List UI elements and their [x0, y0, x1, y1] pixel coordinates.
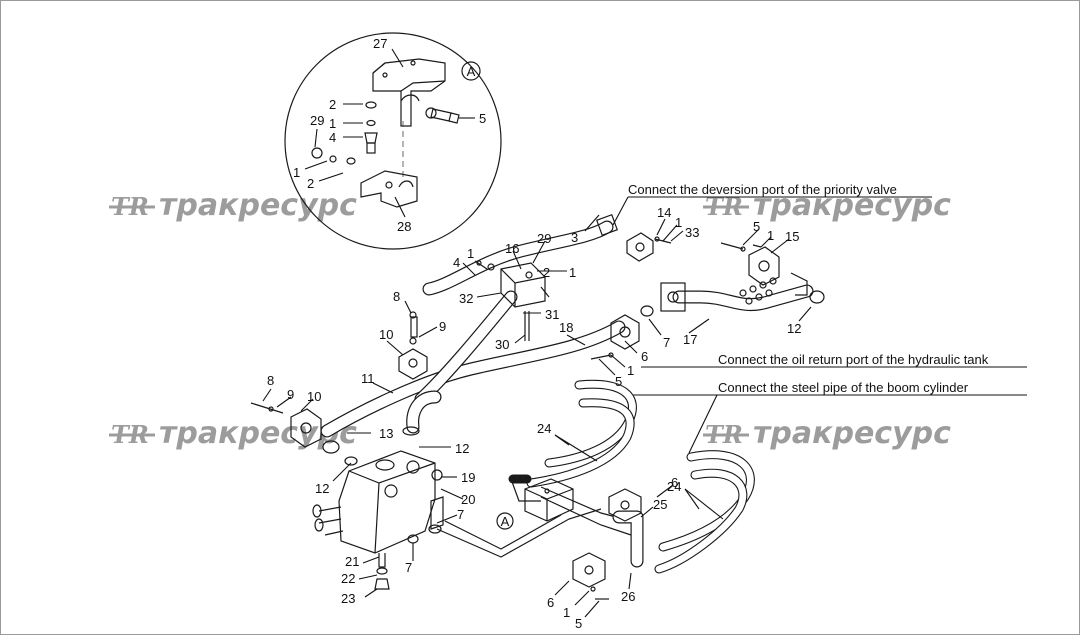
steel-lines	[436, 478, 632, 558]
detail-callout: 4	[329, 130, 336, 145]
callout: 14	[657, 205, 671, 220]
callout: 23	[341, 591, 355, 606]
callout: 30	[495, 337, 509, 352]
elbow-12	[402, 390, 442, 436]
callout: 1	[569, 265, 576, 280]
hose-group-24-left	[508, 379, 637, 488]
callout: 2	[543, 265, 550, 280]
flange-10	[398, 311, 428, 380]
note-priority-valve: Connect the deversion port of the priori…	[612, 182, 932, 226]
callout: 13	[379, 426, 393, 441]
callout: 1	[467, 246, 474, 261]
detail-callout: 29	[310, 113, 324, 128]
watermark-text: тракресурс	[159, 188, 357, 223]
callout: 6	[547, 595, 554, 610]
callout: 4	[453, 255, 460, 270]
svg-text:Connect the deversion port of: Connect the deversion port of the priori…	[628, 182, 897, 197]
detail-callout: 5	[479, 111, 486, 126]
leaders	[262, 214, 812, 618]
flange-6	[590, 305, 654, 360]
callout: 5	[615, 374, 622, 389]
callout: 1	[675, 215, 682, 230]
callout: 33	[685, 225, 699, 240]
control-valve	[312, 450, 444, 590]
callout: 21	[345, 554, 359, 569]
callout: 5	[575, 616, 582, 631]
callout: 24	[537, 421, 551, 436]
callout: 15	[785, 229, 799, 244]
callout: 7	[663, 335, 670, 350]
flange-14	[626, 232, 672, 262]
watermark-text: тракресурс	[753, 188, 951, 223]
callout: 25	[653, 497, 667, 512]
callout: 8	[393, 289, 400, 304]
detail-callout: 28	[397, 219, 411, 234]
detail-callout: 1	[293, 165, 300, 180]
hose-group-24-right	[654, 450, 755, 574]
callout: 10	[379, 327, 393, 342]
note-boom-pipe: Connect the steel pipe of the boom cylin…	[627, 380, 1027, 454]
svg-text:Connect the steel pipe of the: Connect the steel pipe of the boom cylin…	[718, 380, 969, 395]
callout: 7	[457, 507, 464, 522]
block-26	[572, 488, 644, 600]
callout: 17	[683, 332, 697, 347]
callout: 12	[315, 481, 329, 496]
watermark-text: тракресурс	[753, 416, 951, 451]
callout: 18	[559, 320, 573, 335]
callout: 32	[459, 291, 473, 306]
callout: 5	[753, 219, 760, 234]
note-return-port: Connect the oil return port of the hydra…	[641, 352, 1027, 368]
callout: 19	[461, 470, 475, 485]
detail-callout: 2	[307, 176, 314, 191]
callout: 3	[571, 230, 578, 245]
callout: 6	[641, 349, 648, 364]
detail-marker-a: A	[467, 64, 476, 79]
svg-text:Connect the oil return port of: Connect the oil return port of the hydra…	[718, 352, 989, 367]
callout: 8	[267, 373, 274, 388]
callout: 24	[667, 479, 681, 494]
callout: 20	[461, 492, 475, 507]
detail-callout: 1	[329, 116, 336, 131]
callout: 31	[545, 307, 559, 322]
callout: 29	[537, 231, 551, 246]
watermark-4: TR тракресурс	[703, 416, 951, 451]
pipe-3	[422, 213, 619, 296]
detail-callout: 2	[329, 97, 336, 112]
detail-ref-a: A	[501, 514, 510, 529]
callout: 10	[307, 389, 321, 404]
callout: 7	[405, 560, 412, 575]
pipe-17	[660, 282, 814, 312]
callout: 6	[671, 475, 678, 490]
callout: 26	[621, 589, 635, 604]
detail-callout: 27	[373, 36, 387, 51]
flange-15	[720, 242, 825, 304]
callout: 1	[563, 605, 570, 620]
flange-10-left	[250, 402, 340, 454]
detail-view-a: A 27 2 1 4	[284, 32, 502, 250]
callout: 12	[787, 321, 801, 336]
callout: 9	[287, 387, 294, 402]
bolts-cluster	[739, 277, 777, 305]
callouts: 3 14 1 33 5 1 15 4 1 16 29 1 2 32 31 8 9…	[267, 205, 801, 631]
callout: 11	[361, 371, 375, 386]
junction-block: A	[496, 478, 574, 530]
callout: 1	[767, 228, 774, 243]
watermark-3: TR тракресурс	[109, 416, 357, 451]
callout: 22	[341, 571, 355, 586]
pipe-11-18	[320, 290, 626, 438]
callout: 12	[455, 441, 469, 456]
callout: 9	[439, 319, 446, 334]
watermark-1: TR тракресурс	[109, 188, 357, 223]
callout: 1	[627, 363, 634, 378]
callout: 16	[505, 241, 519, 256]
